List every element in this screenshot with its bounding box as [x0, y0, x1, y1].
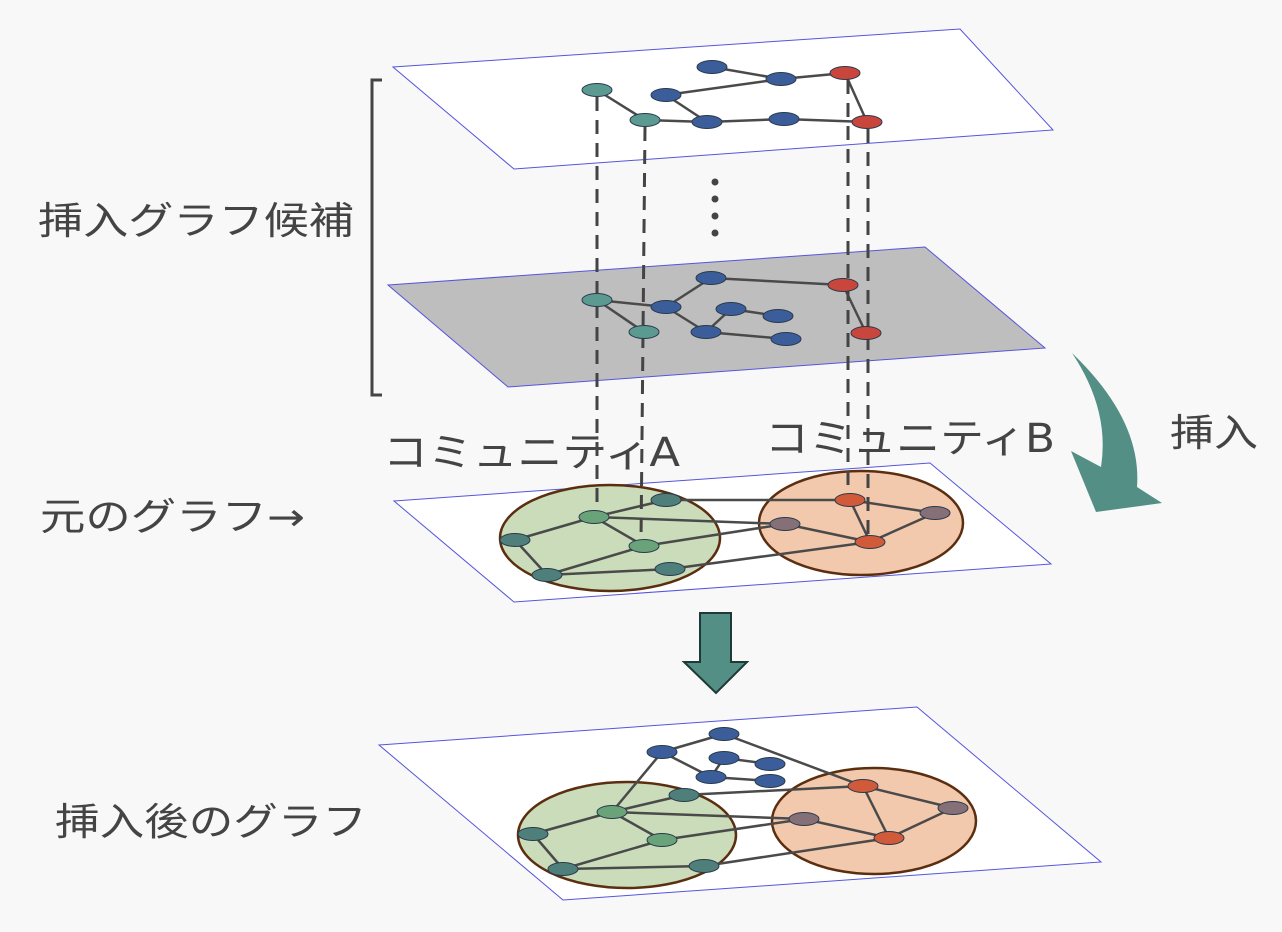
graph-edge: [611, 751, 663, 813]
graph-node: [688, 859, 720, 873]
candidate-plane-top: [391, 28, 1055, 170]
result-graph-plane: [377, 706, 1103, 901]
candidates-bracket: [370, 78, 382, 397]
graph-node: [754, 757, 786, 771]
graph-edge: [611, 810, 805, 821]
down-arrow-icon: [681, 612, 750, 695]
graph-node: [581, 293, 613, 307]
graph-edge: [784, 522, 871, 544]
graph-edge: [643, 522, 786, 548]
graph-node: [854, 535, 886, 549]
graph-edge: [683, 784, 864, 797]
graph-edge: [665, 77, 782, 97]
graph-node: [769, 517, 801, 531]
graph-node: [668, 788, 700, 802]
graph-node: [834, 493, 866, 507]
graph-node: [690, 325, 722, 339]
graph-node: [827, 278, 859, 292]
graph-node: [628, 539, 660, 553]
graph-node: [517, 827, 549, 841]
graph-edge: [861, 785, 891, 839]
graph-node: [829, 66, 861, 80]
original-graph-label: 元のグラフ→: [40, 495, 305, 539]
graph-edge: [669, 540, 871, 571]
graph-node: [770, 332, 802, 346]
graph-node: [628, 325, 660, 339]
graph-node: [695, 770, 727, 784]
graph-node: [847, 779, 879, 793]
graph-node: [937, 801, 969, 815]
graph-edge: [514, 515, 595, 542]
graph-node: [715, 302, 747, 316]
graph-node: [531, 568, 563, 582]
graph-node: [850, 326, 882, 340]
graph-node: [646, 745, 678, 759]
community-a-label: コミュニティA: [383, 430, 681, 476]
graph-node: [629, 113, 661, 127]
graph-edge: [546, 567, 671, 577]
graph-edge: [723, 732, 864, 788]
graph-edge: [862, 784, 954, 810]
graph-node: [581, 83, 613, 97]
graph-edge: [562, 838, 663, 871]
graph-edge: [710, 276, 844, 287]
graph-node: [650, 493, 682, 507]
graph-node: [654, 562, 686, 576]
graph-node: [765, 72, 797, 86]
graph-node: [547, 862, 579, 876]
graph-nodes: [499, 60, 969, 876]
insert-curved-arrow-icon: [1071, 353, 1162, 512]
graph-node: [851, 115, 883, 129]
graph-node: [754, 774, 786, 788]
graph-edge: [848, 499, 872, 543]
graph-node: [873, 831, 905, 845]
graph-node: [788, 812, 820, 826]
graph-node: [578, 510, 610, 524]
graph-edge: [661, 817, 805, 842]
graph-node: [695, 271, 727, 285]
result-graph-label: 挿入後のグラフ: [55, 800, 367, 844]
graph-node: [691, 115, 723, 129]
more-candidates-ellipsis: [711, 178, 719, 237]
candidate-plane-selected: [386, 246, 1047, 388]
graph-node: [768, 112, 800, 126]
graph-node: [646, 833, 678, 847]
insert-label: 挿入: [1170, 411, 1258, 455]
graph-edge: [703, 836, 890, 868]
graph-node: [499, 533, 531, 547]
graph-node: [650, 88, 682, 102]
graph-edge: [593, 515, 786, 526]
graph-node: [762, 309, 794, 323]
community-b-label: コミュニティB: [765, 416, 1055, 462]
graph-node: [596, 805, 628, 819]
graph-edge: [562, 864, 705, 871]
graph-node: [919, 506, 951, 520]
graph-node: [708, 727, 740, 741]
graph-edge: [803, 817, 890, 840]
graph-edge: [546, 544, 645, 577]
graph-node: [650, 300, 682, 314]
graph-node: [696, 60, 728, 74]
candidates-label: 挿入グラフ候補: [38, 199, 354, 243]
graph-node: [708, 751, 740, 765]
